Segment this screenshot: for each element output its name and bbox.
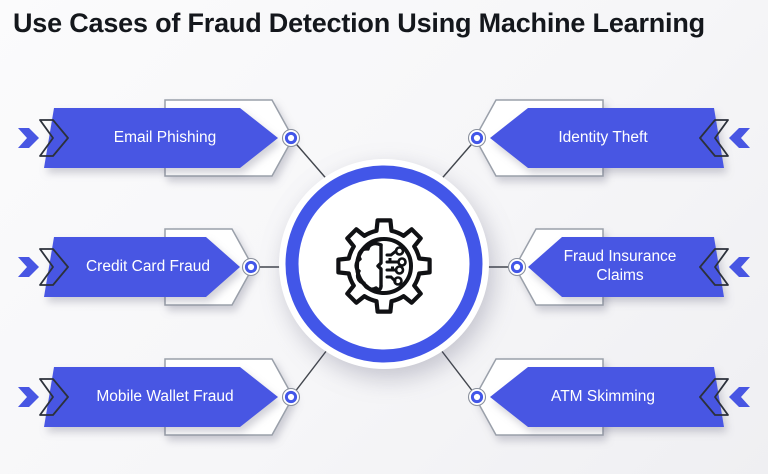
banner-arrow — [490, 108, 724, 168]
banner-mobile-wallet-fraud: Mobile Wallet Fraud — [10, 355, 310, 439]
banner-email-phishing: Email Phishing — [10, 96, 310, 180]
banner-fraud-insurance-claims: Fraud Insurance Claims — [458, 225, 758, 309]
chevron-outline-icon — [39, 378, 69, 416]
chevron-outline-icon — [699, 119, 729, 157]
chevron-solid-icon — [729, 387, 750, 407]
chevron-solid-icon — [18, 257, 39, 277]
ai-brain-gear-icon — [336, 218, 432, 314]
hub-ring — [285, 165, 483, 363]
banner-arrow — [44, 108, 278, 168]
chevron-outline-icon — [699, 378, 729, 416]
banner-credit-card-fraud: Credit Card Fraud — [10, 225, 310, 309]
banner-label: Identity Theft — [558, 128, 648, 146]
chevron-outline-icon — [699, 248, 729, 286]
banner-identity-theft: Identity Theft — [458, 96, 758, 180]
chevron-solid-icon — [729, 257, 750, 277]
page-title: Use Cases of Fraud Detection Using Machi… — [13, 8, 705, 38]
banner-arrow — [44, 367, 278, 427]
banner-label: Credit Card Fraud — [85, 257, 211, 275]
central-hub — [274, 154, 494, 374]
banner-arrow — [490, 367, 724, 427]
banner-label: ATM Skimming — [551, 387, 655, 405]
chevron-outline-icon — [39, 248, 69, 286]
banner-label: Email Phishing — [113, 128, 217, 146]
banner-atm-skimming: ATM Skimming — [458, 355, 758, 439]
chevron-solid-icon — [729, 128, 750, 148]
chevron-solid-icon — [18, 387, 39, 407]
chevron-solid-icon — [18, 128, 39, 148]
chevron-outline-icon — [39, 119, 69, 157]
banner-arrow — [528, 237, 724, 297]
banner-label: Fraud Insurance Claims — [563, 248, 677, 284]
banner-arrow — [44, 237, 240, 297]
banner-label: Mobile Wallet Fraud — [96, 387, 234, 405]
